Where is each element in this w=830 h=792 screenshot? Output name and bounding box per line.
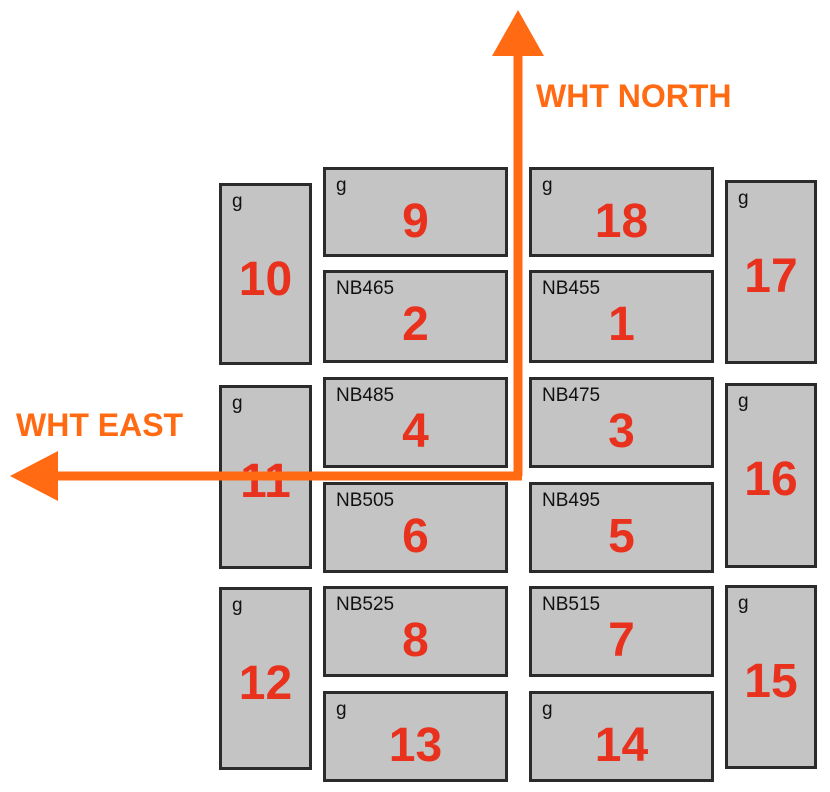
tile-18: g 18 xyxy=(529,167,714,257)
tile-5: NB495 5 xyxy=(529,482,714,573)
east-arrowhead-icon xyxy=(10,451,58,501)
tile-2: NB465 2 xyxy=(323,270,508,363)
tile-filter: NB475 xyxy=(542,385,601,406)
tile-filter: g xyxy=(738,593,749,614)
tile-3: NB475 3 xyxy=(529,377,714,468)
east-label: WHT EAST xyxy=(16,407,184,443)
tile-16: g 16 xyxy=(725,383,817,568)
tile-14: g 14 xyxy=(529,691,714,782)
tile-number: 4 xyxy=(402,405,429,458)
tile-6: NB505 6 xyxy=(323,482,508,573)
tile-number: 14 xyxy=(594,719,649,772)
tile-filter: g xyxy=(542,699,553,720)
tile-filter: g xyxy=(232,595,243,616)
tile-filter: g xyxy=(336,699,347,720)
north-arrowhead-icon xyxy=(492,10,544,56)
tile-number: 8 xyxy=(402,614,429,667)
tile-number: 16 xyxy=(744,453,798,506)
tile-number: 9 xyxy=(402,195,429,248)
north-label: WHT NORTH xyxy=(536,78,732,114)
tile-11: g 11 xyxy=(219,385,312,569)
tile-7: NB515 7 xyxy=(529,586,714,677)
tile-number: 15 xyxy=(744,655,798,708)
tile-number: 7 xyxy=(608,614,635,667)
tile-13: g 13 xyxy=(323,691,508,782)
tile-filter: g xyxy=(336,175,347,196)
tile-number: 3 xyxy=(608,405,635,458)
tile-number: 2 xyxy=(402,298,429,351)
tile-filter: NB525 xyxy=(336,594,395,615)
tile-filter: NB465 xyxy=(336,278,395,299)
tile-8: NB525 8 xyxy=(323,586,508,677)
tile-number: 5 xyxy=(608,510,635,563)
tile-number: 1 xyxy=(608,298,635,351)
tile-filter: g xyxy=(542,175,553,196)
tile-number: 12 xyxy=(238,657,293,710)
tile-number: 18 xyxy=(594,195,649,248)
tile-number: 6 xyxy=(402,510,429,563)
tile-10: g 10 xyxy=(219,183,312,365)
tile-9: g 9 xyxy=(323,167,508,257)
tile-17: g 17 xyxy=(725,180,817,364)
tile-filter: NB515 xyxy=(542,594,601,615)
tile-12: g 12 xyxy=(219,587,312,770)
tile-number: 11 xyxy=(240,455,291,508)
tile-filter: g xyxy=(232,191,243,212)
tile-15: g 15 xyxy=(725,585,817,769)
tile-number: 17 xyxy=(744,250,798,303)
tile-1: NB455 1 xyxy=(529,270,714,363)
tile-filter: NB455 xyxy=(542,278,601,299)
tile-number: 10 xyxy=(238,253,293,306)
tile-number: 13 xyxy=(388,719,443,772)
tile-filter: g xyxy=(232,393,243,414)
tile-filter: NB485 xyxy=(336,385,395,406)
tile-filter: g xyxy=(738,391,749,412)
tile-filter: NB495 xyxy=(542,490,601,511)
tile-filter: g xyxy=(738,188,749,209)
tile-4: NB485 4 xyxy=(323,377,508,468)
tile-filter: NB505 xyxy=(336,490,395,511)
